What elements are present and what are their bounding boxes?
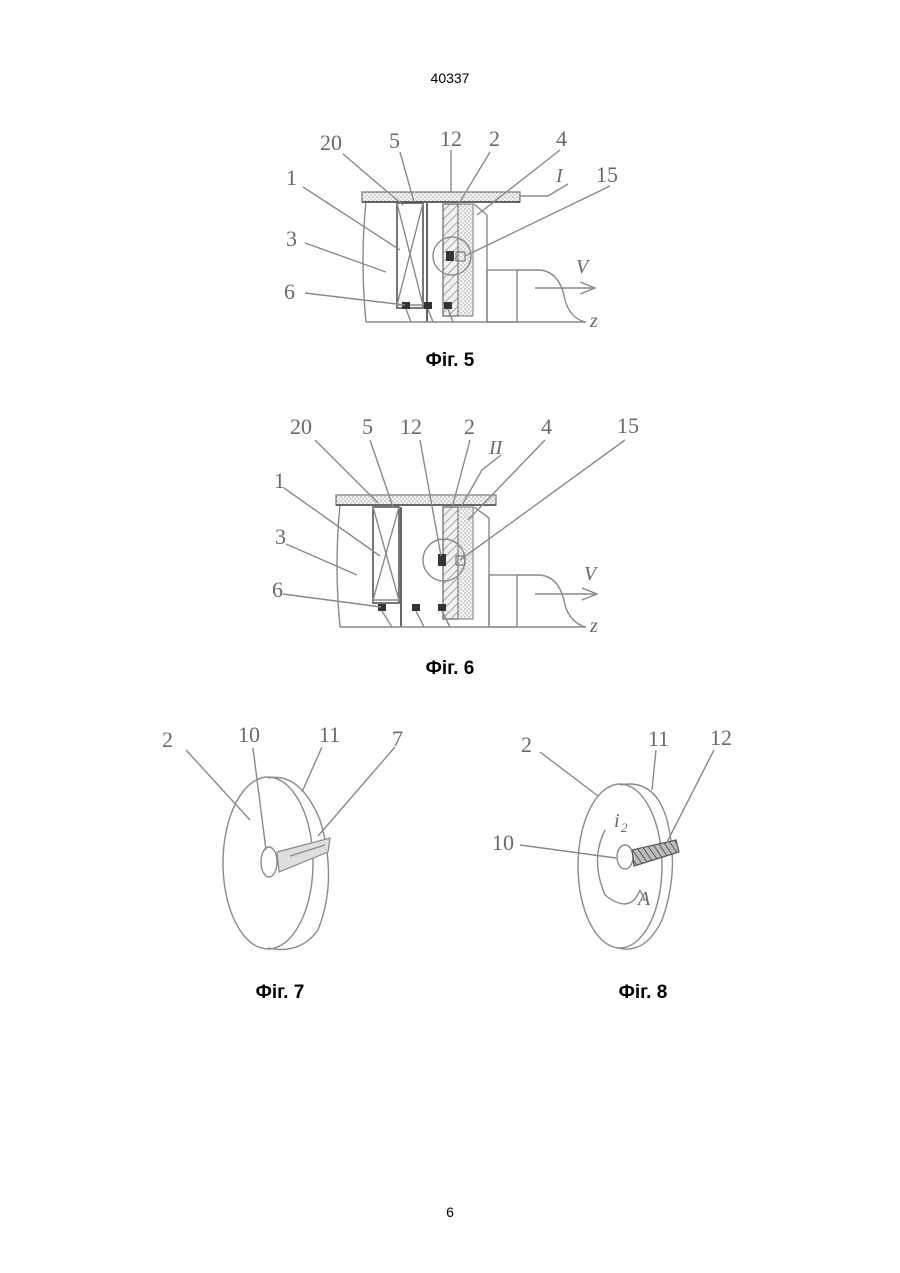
label-12: 12 [400, 414, 422, 439]
element-12 [438, 554, 446, 566]
label-11: 11 [319, 722, 340, 747]
label-2: 2 [162, 727, 173, 752]
label-20: 20 [320, 130, 342, 155]
housing-3 [363, 202, 366, 322]
element-12 [446, 251, 454, 261]
label-z: z [589, 310, 598, 332]
hole-10 [261, 847, 277, 877]
figure-7-caption: Фіг. 7 [220, 982, 340, 1004]
label-2: 2 [464, 414, 475, 439]
label-2: 2 [489, 126, 500, 151]
label-I: I [555, 165, 564, 187]
label-A: A [636, 888, 651, 910]
figure-6-drawing: 20 5 12 2 4 15 II 1 3 6 V z [0, 410, 900, 640]
label-5: 5 [389, 128, 400, 153]
label-7: 7 [392, 726, 403, 751]
label-10: 10 [238, 722, 260, 747]
plate-20 [336, 495, 496, 505]
label-II: II [488, 437, 504, 459]
document-number: 40337 [0, 70, 900, 86]
hole-10 [617, 845, 633, 869]
label-3: 3 [275, 524, 286, 549]
label-4: 4 [541, 414, 552, 439]
label-11: 11 [648, 726, 669, 751]
label-5: 5 [362, 414, 373, 439]
page-number: 6 [0, 1204, 900, 1220]
label-15: 15 [617, 413, 639, 438]
figure-5-drawing: 20 5 12 2 4 15 I 1 3 6 V z [0, 120, 900, 340]
label-12: 12 [710, 725, 732, 750]
figure-6-caption: Фіг. 6 [390, 658, 510, 680]
label-1: 1 [286, 165, 297, 190]
label-1: 1 [274, 468, 285, 493]
label-6: 6 [272, 577, 283, 602]
figure-8-drawing: 2 11 12 10 i 2 A [450, 720, 900, 970]
label-V: V [584, 563, 599, 585]
label-2: 2 [521, 732, 532, 757]
disk-rim-11 [618, 784, 672, 949]
label-12: 12 [440, 126, 462, 151]
figure-8-caption: Фіг. 8 [583, 982, 703, 1004]
figure-7-drawing: 2 10 11 7 [0, 720, 450, 970]
label-z: z [589, 615, 598, 637]
nozzle-block [487, 270, 517, 322]
label-i2: i [614, 810, 620, 832]
label-i2-subscript: 2 [621, 820, 628, 835]
label-4: 4 [556, 126, 567, 151]
blade-7 [277, 838, 330, 872]
figure-5-caption: Фіг. 5 [390, 350, 510, 372]
label-20: 20 [290, 414, 312, 439]
label-3: 3 [286, 226, 297, 251]
label-V: V [576, 256, 591, 278]
nozzle-block [489, 575, 517, 627]
label-15: 15 [596, 162, 618, 187]
label-10: 10 [492, 830, 514, 855]
label-6: 6 [284, 279, 295, 304]
